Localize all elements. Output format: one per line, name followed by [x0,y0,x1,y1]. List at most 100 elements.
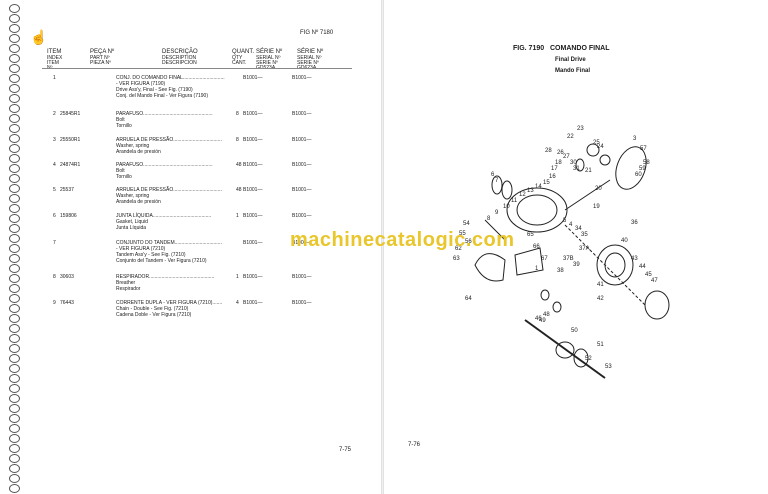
item-number: 3 [53,137,56,143]
quantity: 1 [236,274,239,280]
binder-ring [9,424,20,433]
svg-text:28: 28 [545,148,552,154]
description: CONJ. DO COMANDO FINAL..................… [116,75,225,81]
serial-gd523a: B1001— [243,187,263,193]
svg-text:34: 34 [575,226,582,232]
quantity: 8 [236,137,239,143]
watermark: machinecatalogic.com [290,229,515,251]
page-fold [381,0,384,494]
svg-text:43: 43 [631,256,638,262]
binder-ring [9,14,20,23]
description: CORRENTE DUPLA - VER FIGURA (7210)......… [116,300,223,306]
svg-text:50: 50 [571,328,578,334]
description-line: Washer, spring [116,143,150,149]
binder-ring [9,484,20,493]
figure-reference: FIG Nº 7180 [300,30,334,36]
item-number: 1 [53,75,56,81]
header-quantity: QUANT.QTY CANT. [232,49,255,66]
svg-text:7: 7 [495,178,499,184]
svg-text:39: 39 [573,262,580,268]
svg-text:9: 9 [495,210,499,216]
svg-text:30: 30 [570,160,577,166]
svg-text:27: 27 [563,154,570,160]
svg-text:64: 64 [465,296,472,302]
binder-ring [9,404,20,413]
binder-ring [9,44,20,53]
description-line: Junta Líquida [116,225,147,231]
callout-labels: 23 3 57 58 59 60 22 25 24 26 27 30 31 21… [453,126,658,370]
svg-text:4: 4 [569,222,573,228]
description: PARAFUSO................................… [116,111,213,117]
binder-ring [9,264,20,273]
serial-gd623a: B1001— [292,137,312,143]
figure-title: FIG. 7190 COMANDO FINAL [513,45,610,52]
part-number: 76443 [60,300,74,306]
svg-text:22: 22 [567,134,574,140]
serial-gd523a: B1001— [243,75,263,81]
serial-gd523a: B1001— [243,162,263,168]
svg-text:63: 63 [453,256,460,262]
svg-text:16: 16 [549,174,556,180]
description: CONJUNTO DO TANDEM......................… [116,240,222,246]
binder-ring [9,114,20,123]
binder-ring [9,244,20,253]
svg-text:8: 8 [487,216,491,222]
svg-text:36: 36 [631,220,638,226]
description-line: Gasket, Liquid [116,219,148,225]
serial-gd523a: B1001— [243,300,263,306]
description-line: Breather [116,280,136,286]
description-line: Bolt [116,168,125,174]
svg-text:47: 47 [651,278,658,284]
binder-ring [9,124,20,133]
svg-text:38: 38 [557,268,564,274]
svg-text:35: 35 [581,232,588,238]
binder-ring [9,4,20,13]
serial-gd623a: B1001— [292,213,312,219]
svg-text:3: 3 [633,136,637,142]
description-line: Chain - Double - See Fig. (7210) [116,306,189,312]
binder-ring [9,274,20,283]
page-number-right: 7-76 [408,442,421,448]
serial-gd623a: B1001— [292,187,312,193]
svg-text:37A: 37A [579,246,590,252]
serial-gd623a: B1001— [292,75,312,81]
svg-text:24: 24 [597,144,604,150]
item-number: 8 [53,274,56,280]
part-number: 24874R1 [60,162,81,168]
binder-ring [9,394,20,403]
binder-ring [9,284,20,293]
item-number: 4 [53,162,56,168]
svg-text:60: 60 [635,172,642,178]
svg-text:56: 56 [465,239,472,245]
description-line: Washer, spring [116,193,150,199]
description-line: Arandela de presión [116,199,161,205]
binder-ring [9,364,20,373]
description-line: Drive Ass'y, Final - See Fig. (7190) [116,87,193,93]
svg-text:46: 46 [535,316,542,322]
description: ARRUELA DE PRESSÃO......................… [116,187,222,193]
hand-pointer-icon: ☝ [30,29,48,45]
binder-ring [9,444,20,453]
page-number-left: 7-75 [339,447,352,453]
binder-ring [9,174,20,183]
binder-ring [9,374,20,383]
svg-text:23: 23 [577,126,584,132]
figure-title-spanish: Mando Final [555,68,590,74]
svg-text:52: 52 [585,356,592,362]
item-number: 6 [53,213,56,219]
svg-text:44: 44 [639,264,646,270]
binder-ring [9,294,20,303]
binder-ring [9,144,20,153]
binder-ring [9,34,20,43]
binder-ring [9,234,20,243]
svg-text:54: 54 [463,221,470,227]
svg-text:49: 49 [539,318,546,324]
binder-ring [9,434,20,443]
binder-ring [9,134,20,143]
binder-ring [9,334,20,343]
svg-text:59: 59 [639,166,646,172]
serial-gd623a: B1001— [292,240,312,246]
serial-gd523a: B1001— [243,213,263,219]
svg-text:20: 20 [595,186,602,192]
